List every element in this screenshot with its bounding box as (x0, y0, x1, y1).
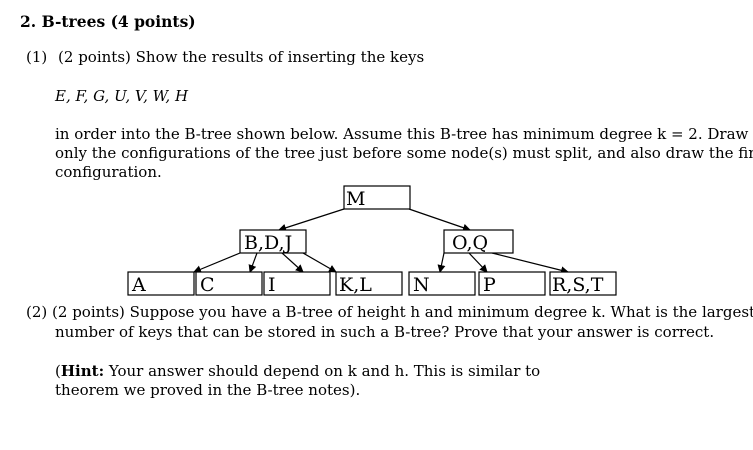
edge-bdj-a (193, 252, 241, 274)
edge-root-right (408, 208, 471, 232)
tree-leaf-rst: R,S,T (549, 271, 617, 296)
part2-points: (2 points) (52, 303, 125, 321)
hint-label: Hint: (60, 362, 105, 380)
tree-node-oq-label: O,Q (452, 232, 488, 254)
tree-leaf-a: A (127, 271, 195, 296)
part1-description-line-3: configuration. (55, 163, 162, 181)
tree-leaf-i-label: I (268, 274, 276, 296)
part2-line-1: (2) (2 points) Suppose you have a B-tree… (26, 303, 753, 322)
part1-number: (1) (26, 48, 48, 66)
insert-keys-list: E, F, G, U, V, W, H (55, 87, 189, 105)
hint-line-1: (Hint: Your answer should depend on k an… (55, 362, 540, 381)
tree-leaf-a-label: A (131, 274, 146, 296)
part1-text: Show the results of inserting the keys (135, 48, 425, 66)
tree-leaf-p: P (478, 271, 546, 296)
edge-oq-n (437, 252, 446, 273)
part1-description-line-1: in order into the B-tree shown below. As… (55, 125, 749, 143)
tree-leaf-p-label: P (483, 274, 496, 296)
tree-leaf-n: N (408, 271, 476, 296)
edge-bdj-i (281, 252, 304, 273)
edge-oq-rst (491, 252, 569, 275)
edge-bdj-c (248, 252, 258, 273)
section-heading: 2. B-trees (4 points) (20, 12, 196, 31)
part2-line-2: number of keys that can be stored in suc… (55, 323, 715, 341)
tree-leaf-kl: K,L (335, 271, 403, 296)
tree-node-bdj-label: B,D,J (244, 232, 292, 254)
tree-leaf-c: C (195, 271, 263, 296)
part1-prompt: (1) (2 points) Show the results of inser… (26, 48, 424, 67)
tree-node-root: M (343, 185, 411, 210)
edge-oq-p (468, 252, 488, 273)
hint-text-1: Your answer should depend on k and h. Th… (108, 362, 541, 380)
tree-node-oq: O,Q (443, 229, 514, 254)
tree-leaf-rst-label: R,S,T (552, 274, 604, 296)
tree-leaf-n-label: N (413, 274, 430, 296)
edge-root-left (278, 208, 345, 232)
part1-points: (2 points) (58, 48, 131, 66)
tree-leaf-kl-label: K,L (339, 274, 372, 296)
edge-bdj-kl (302, 252, 337, 273)
tree-leaf-i: I (263, 271, 331, 296)
part2-number: (2) (26, 303, 48, 321)
leaf-edges (193, 252, 569, 275)
tree-node-root-label: M (346, 188, 365, 210)
root-edges (278, 208, 471, 232)
part1-description-line-2: only the configurations of the tree just… (55, 144, 753, 162)
hint-line-2: theorem we proved in the B-tree notes). (55, 381, 361, 399)
tree-node-bdj: B,D,J (239, 229, 307, 254)
hint-open-paren: ( (55, 362, 61, 380)
tree-leaf-c-label: C (200, 274, 215, 296)
part2-text-1: Suppose you have a B-tree of height h an… (129, 303, 753, 321)
